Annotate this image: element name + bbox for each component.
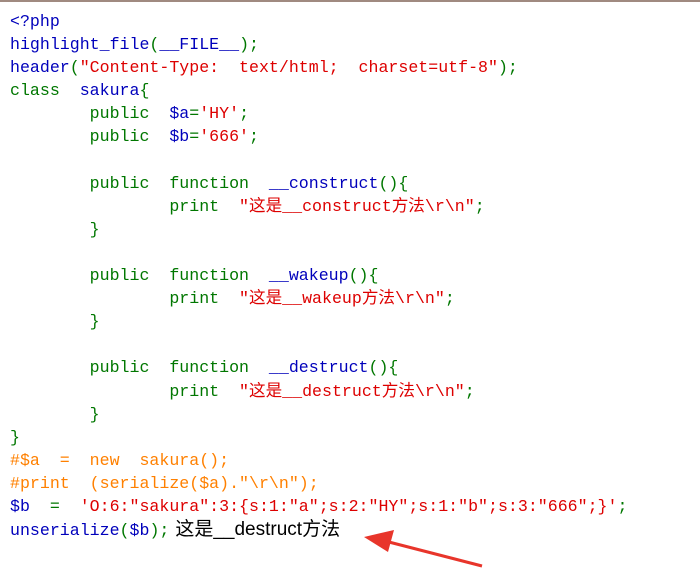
code-token-keyword: ( <box>119 521 130 541</box>
arrow-head <box>364 530 394 552</box>
code-token-keyword: print <box>10 289 240 309</box>
code-token-default: __wakeup <box>268 266 349 286</box>
code-line: #print (serialize($a)."\r\n"); <box>10 472 627 495</box>
code-line: public function __destruct(){ <box>10 356 627 379</box>
code-line: header("Content-Type: text/html; charset… <box>10 56 627 79</box>
code-token-keyword: } <box>10 219 100 239</box>
code-token-default: __construct <box>268 173 379 193</box>
code-line: public $b='666'; <box>10 125 627 148</box>
code-token-keyword: public function <box>10 173 269 193</box>
code-token-default: unserialize <box>10 521 120 541</box>
code-token-keyword: ; <box>474 196 485 216</box>
code-token-string: 'O:6:"sakura":3:{s:1:"a";s:2:"HY";s:1:"b… <box>79 496 618 516</box>
code-token-keyword: ; <box>617 496 628 516</box>
code-token-keyword: } <box>10 404 100 424</box>
code-token-keyword: (){ <box>378 173 409 193</box>
window-top-border <box>0 0 700 2</box>
code-token-default: <?php <box>10 12 60 31</box>
code-token-keyword: ( <box>69 58 80 78</box>
code-token-string: "这是__wakeup方法\r\n" <box>239 289 445 309</box>
code-token-default: sakura <box>79 81 140 101</box>
code-token-keyword: } <box>10 427 20 447</box>
code-token-keyword: = <box>49 496 80 516</box>
code-token-keyword: ; <box>239 104 250 124</box>
code-line: } <box>10 426 627 449</box>
code-token-keyword: ( <box>149 35 160 55</box>
arrow-shaft <box>384 539 483 568</box>
code-token-keyword: ); <box>239 35 259 55</box>
code-line: print "这是__destruct方法\r\n"; <box>10 380 627 403</box>
code-token-keyword: = <box>189 127 200 147</box>
code-line: } <box>10 310 627 333</box>
code-token-keyword: public <box>10 104 170 124</box>
code-token-keyword: print <box>10 381 240 401</box>
code-token-default: $b <box>129 521 150 541</box>
code-token-keyword: ; <box>444 289 455 309</box>
code-token-string: "这是__destruct方法\r\n" <box>239 381 465 401</box>
code-line: } <box>10 218 627 241</box>
code-line: public function __construct(){ <box>10 172 627 195</box>
code-token-string: "这是__construct方法\r\n" <box>239 196 475 216</box>
code-token-keyword: ); <box>497 58 518 78</box>
code-token-keyword: print <box>10 196 240 216</box>
code-token-default: header <box>10 58 70 78</box>
code-token-string: "Content-Type: text/html; charset=utf-8" <box>79 58 498 78</box>
code-line: unserialize($b);这是__destruct方法 <box>10 518 627 541</box>
code-line: $b = 'O:6:"sakura":3:{s:1:"a";s:2:"HY";s… <box>10 495 627 518</box>
code-token-keyword: ; <box>249 127 259 147</box>
code-token-comment: #$a = new sakura(); <box>10 450 230 470</box>
code-token-keyword: public <box>10 127 170 147</box>
code-token-default: $a <box>169 104 190 124</box>
code-token-default: __FILE__ <box>159 35 240 55</box>
code-token-keyword: = <box>189 104 200 124</box>
code-token-keyword: ); <box>149 521 170 541</box>
code-token-keyword: public function <box>10 266 269 286</box>
code-line: public function __wakeup(){ <box>10 264 627 287</box>
code-line: print "这是__construct方法\r\n"; <box>10 195 627 218</box>
code-token-keyword: public function <box>10 358 269 378</box>
code-line: <?php <box>10 10 627 33</box>
code-token-keyword: { <box>139 81 150 101</box>
code-token-comment: #print (serialize($a)."\r\n"); <box>10 473 319 493</box>
script-output-text: 这是__destruct方法 <box>175 519 341 541</box>
code-token-default: $b <box>169 127 190 147</box>
code-token-default: __destruct <box>268 358 369 378</box>
code-token-keyword: (){ <box>348 266 379 286</box>
code-line: } <box>10 403 627 426</box>
code-token-keyword: ; <box>464 381 475 401</box>
code-line: highlight_file(__FILE__); <box>10 33 627 56</box>
code-line: class sakura{ <box>10 79 627 102</box>
code-token-keyword: } <box>10 312 100 332</box>
code-line: #$a = new sakura(); <box>10 449 627 472</box>
code-token-keyword: class <box>10 81 80 101</box>
code-token-string: 'HY' <box>199 104 240 124</box>
code-line: public $a='HY'; <box>10 102 627 125</box>
code-line: print "这是__wakeup方法\r\n"; <box>10 287 627 310</box>
code-token-default: $b <box>10 496 50 516</box>
code-token-keyword: (){ <box>368 358 399 378</box>
code-token-string: '666' <box>199 127 250 147</box>
code-token-default: highlight_file <box>10 35 150 55</box>
